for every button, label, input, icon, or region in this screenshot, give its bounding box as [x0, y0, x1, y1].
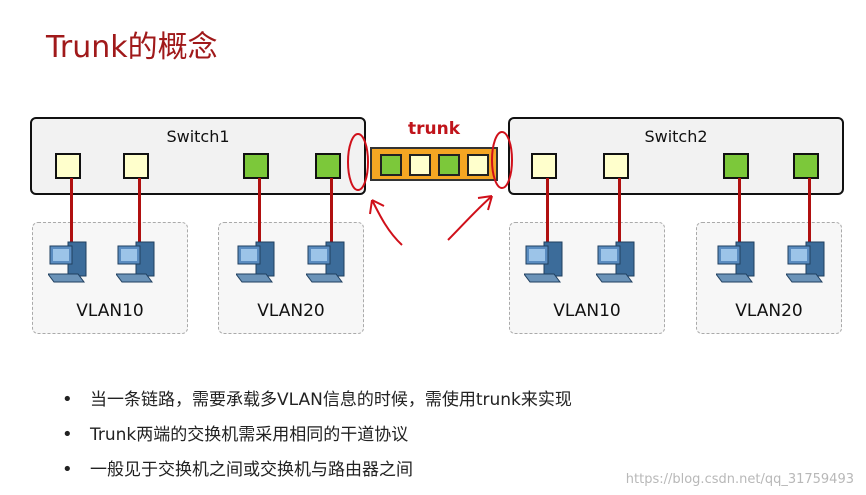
arrow-left — [371, 199, 403, 246]
computer-icon — [786, 241, 825, 283]
bullet-text: 当一条链路，需要承载多VLAN信息的时候，需使用trunk来实现 — [90, 390, 572, 410]
host-group-2: VLAN20 — [218, 222, 364, 334]
arrow-left-head — [369, 199, 385, 215]
trunk-slot-1 — [380, 154, 402, 176]
link-wire — [330, 178, 333, 248]
link-wire — [70, 178, 73, 248]
arrow-right — [447, 195, 493, 241]
trunk-label: trunk — [408, 119, 461, 139]
computer-icon — [48, 241, 87, 283]
watermark: https://blog.csdn.net/qq_31759493 — [625, 472, 854, 487]
bullet-item: •Trunk两端的交换机需采用相同的干道协议 — [62, 424, 409, 445]
switch2-port-4 — [793, 153, 819, 179]
computer-icon — [716, 241, 755, 283]
computer-icon — [236, 241, 275, 283]
switch1-label: Switch1 — [166, 127, 230, 146]
switch2: Switch2 — [508, 117, 844, 195]
page-title: Trunk的概念 — [46, 30, 218, 65]
switch2-port-1 — [531, 153, 557, 179]
trunk-slot-3 — [438, 154, 460, 176]
switch2-port-2 — [603, 153, 629, 179]
switch1-port-1 — [55, 153, 81, 179]
switch1: Switch1 — [30, 117, 366, 195]
link-wire — [258, 178, 261, 248]
switch1-port-3 — [243, 153, 269, 179]
trunk-port-circle-left — [347, 133, 369, 191]
trunk-slot-4 — [467, 154, 489, 176]
trunk-slot-2 — [409, 154, 431, 176]
computer-icon — [596, 241, 635, 283]
link-wire — [618, 178, 621, 248]
bullet-list: •当一条链路，需要承载多VLAN信息的时候，需使用trunk来实现 •Trunk… — [62, 386, 572, 491]
computer-icon — [524, 241, 563, 283]
vlan-label: VLAN10 — [553, 301, 621, 321]
link-wire — [546, 178, 549, 248]
vlan-label: VLAN10 — [76, 301, 144, 321]
link-wire — [738, 178, 741, 248]
arrow-right-head — [477, 195, 493, 211]
switch2-port-3 — [723, 153, 749, 179]
switch2-label: Switch2 — [644, 127, 708, 146]
trunk-port-circle-right — [491, 131, 513, 189]
bullet-text: Trunk两端的交换机需采用相同的干道协议 — [90, 425, 409, 445]
link-wire — [808, 178, 811, 248]
bullet-item: •一般见于交换机之间或交换机与路由器之间 — [62, 459, 413, 480]
computer-icon — [306, 241, 345, 283]
bullet-text: 一般见于交换机之间或交换机与路由器之间 — [90, 460, 413, 480]
vlan-label: VLAN20 — [257, 301, 325, 321]
switch1-port-4 — [315, 153, 341, 179]
switch1-port-2 — [123, 153, 149, 179]
host-group-3: VLAN10 — [509, 222, 665, 334]
vlan-label: VLAN20 — [735, 301, 803, 321]
computer-icon — [116, 241, 155, 283]
link-wire — [138, 178, 141, 248]
trunk-link — [370, 147, 498, 181]
bullet-item: •当一条链路，需要承载多VLAN信息的时候，需使用trunk来实现 — [62, 389, 572, 410]
